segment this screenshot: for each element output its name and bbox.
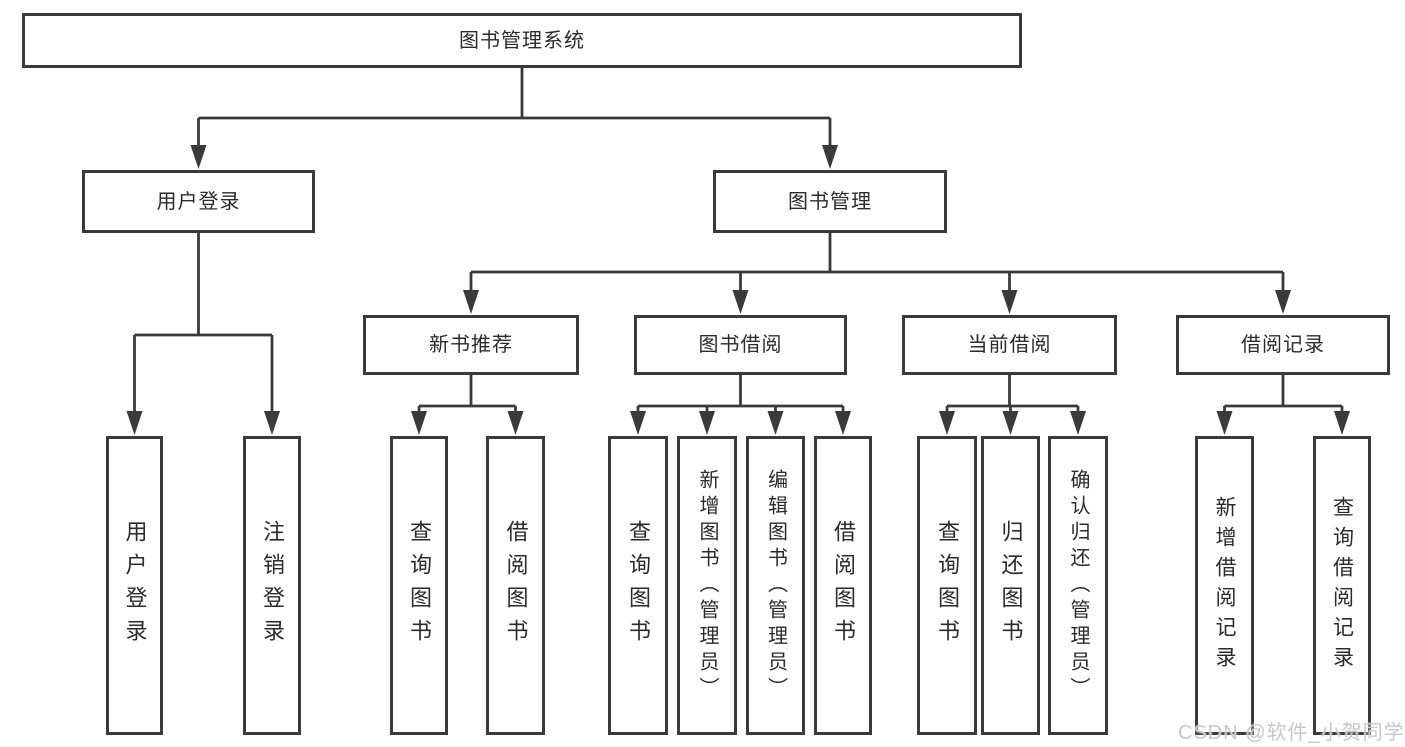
node-leaf-edit-book: 编辑图书（管理员） (746, 436, 805, 735)
node-label: 新增图书（管理员） (696, 468, 718, 703)
node-leaf-query-books-3: 查询图书 (917, 436, 977, 735)
node-leaf-borrow-books-2: 借阅图书 (814, 436, 872, 735)
node-label: 查询图书 (626, 519, 651, 652)
node-leaf-query-record: 查询借阅记录 (1313, 436, 1371, 735)
node-book-borrow: 图书借阅 (634, 315, 847, 375)
node-label: 确认归还（管理员） (1067, 468, 1089, 703)
node-leaf-logout: 注销登录 (243, 436, 301, 735)
node-leaf-add-record: 新增借阅记录 (1195, 436, 1254, 735)
node-user-login: 用户登录 (82, 170, 315, 233)
node-new-books: 新书推荐 (363, 315, 579, 375)
watermark: CSDN @软件_小贺同学 (1178, 722, 1405, 744)
node-label: 图书管理系统 (459, 29, 585, 52)
node-leaf-add-book: 新增图书（管理员） (677, 436, 737, 735)
node-label: 当前借阅 (967, 334, 1052, 356)
node-label: 新书推荐 (429, 334, 513, 356)
node-leaf-borrow-books-1: 借阅图书 (486, 436, 545, 735)
node-label: 查询借阅记录 (1330, 495, 1354, 676)
node-label: 图书管理 (788, 190, 872, 213)
node-label: 借阅记录 (1241, 334, 1325, 356)
node-book-mgmt: 图书管理 (713, 170, 947, 233)
node-label: 借阅图书 (831, 519, 856, 652)
node-borrow-records: 借阅记录 (1176, 315, 1390, 375)
node-label: 用户登录 (156, 190, 241, 213)
node-leaf-user-login: 用户登录 (106, 436, 163, 735)
node-label: 借阅图书 (503, 519, 529, 652)
node-root: 图书管理系统 (22, 13, 1022, 68)
node-current-borrow: 当前借阅 (902, 315, 1117, 375)
node-label: 归还图书 (998, 519, 1024, 652)
node-label: 查询图书 (935, 519, 960, 652)
node-label: 查询图书 (407, 519, 432, 652)
node-label: 注销登录 (260, 519, 285, 652)
node-leaf-return-book: 归还图书 (981, 436, 1040, 735)
node-leaf-query-books-1: 查询图书 (390, 436, 448, 735)
node-label: 用户登录 (122, 519, 148, 652)
node-label: 图书借阅 (698, 334, 783, 356)
node-label: 编辑图书（管理员） (764, 468, 787, 703)
node-label: 新增借阅记录 (1213, 495, 1236, 676)
node-leaf-confirm-return: 确认归还（管理员） (1048, 436, 1108, 735)
node-leaf-query-books-2: 查询图书 (608, 436, 668, 735)
